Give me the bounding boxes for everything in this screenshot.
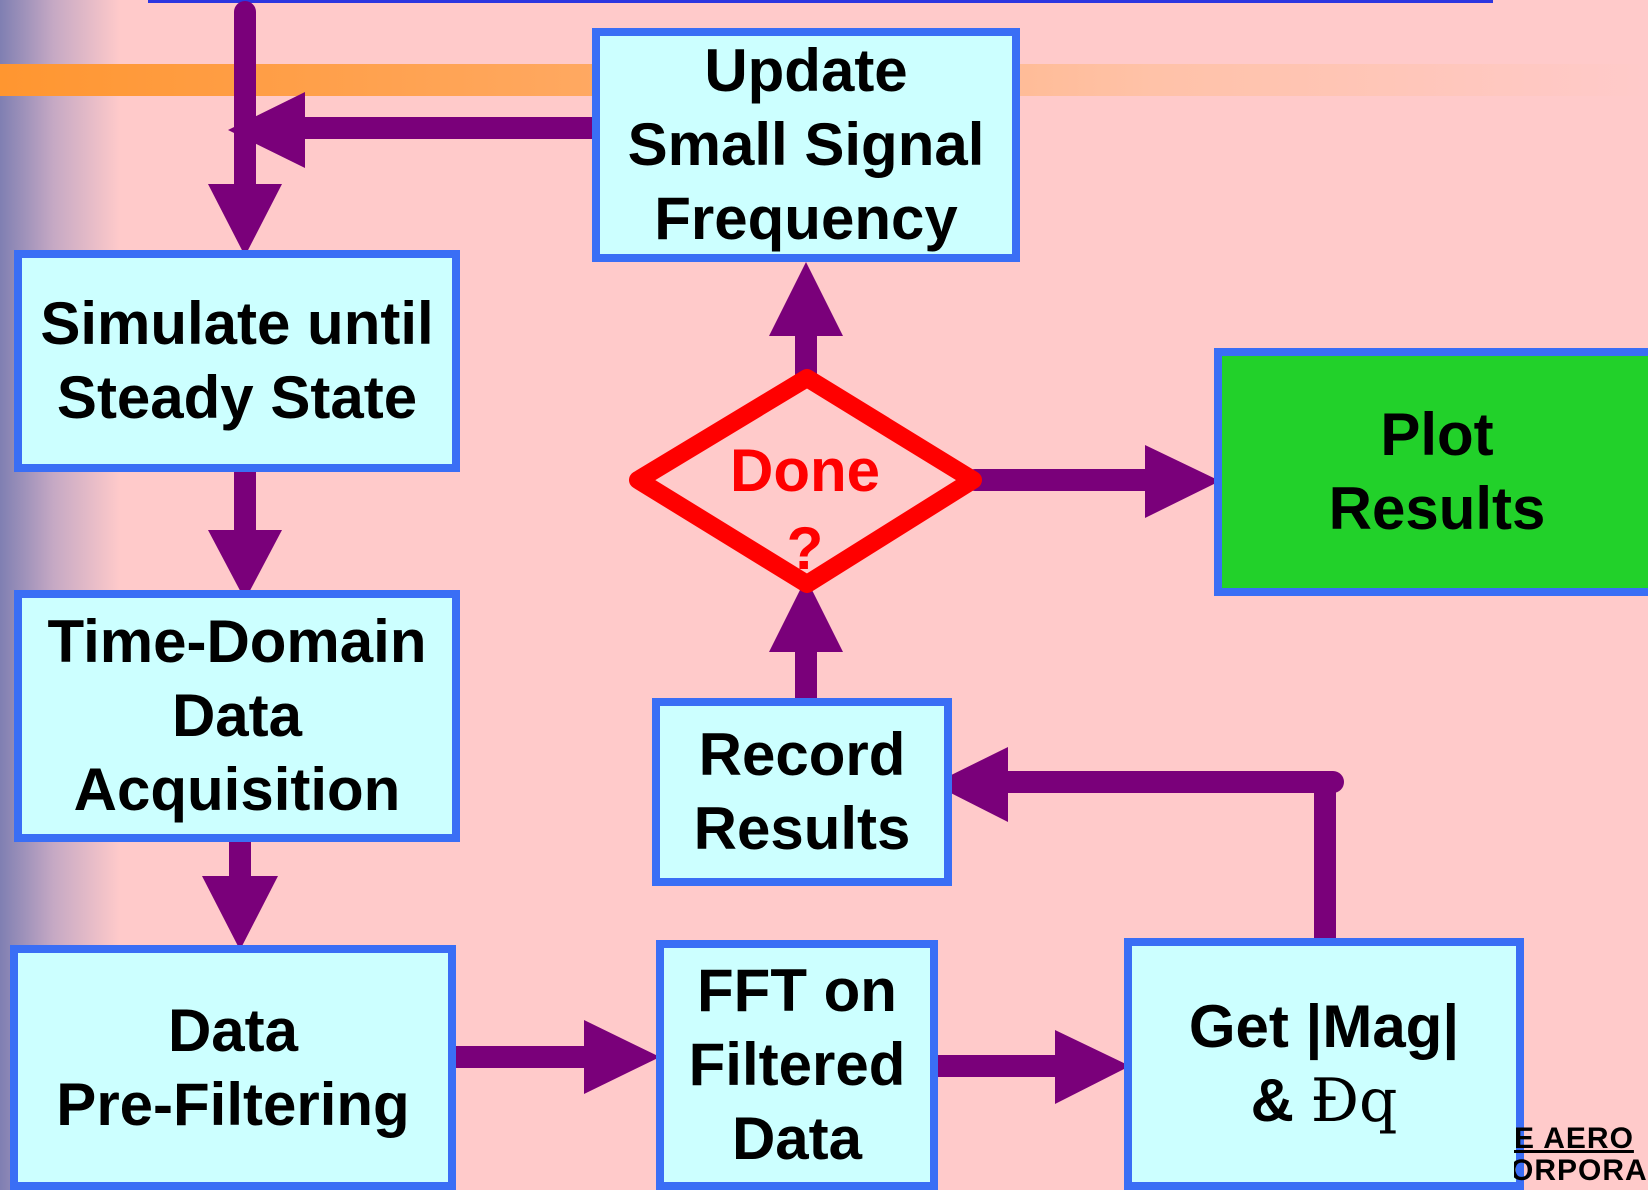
update-frequency-box: Update Small Signal Frequency [592,28,1020,262]
arrowhead-getmag [1055,1030,1130,1104]
plot-results-box: Plot Results [1214,348,1648,596]
phase-symbol: Ðq [1310,1066,1398,1136]
arrowhead-plot [1145,445,1220,518]
decision-label: Done ? [730,437,880,582]
arrowhead-record [933,747,1008,822]
company-logo-fragment: E AERO ORPORA [1514,1118,1648,1190]
arrowhead-simulate [208,184,282,256]
decision-diamond [629,369,982,593]
pre-filtering-label: Data Pre-Filtering [56,996,410,1138]
get-mag-box: Get |Mag| & Ðq [1124,938,1524,1190]
arrowhead-fft [584,1020,660,1094]
arrowhead-acquisition [208,530,282,600]
arrowhead-update [769,262,843,336]
get-mag-line2-prefix: & [1250,1067,1311,1134]
get-mag-line1: Get |Mag| [1188,993,1460,1060]
plot-results-label: Plot Results [1328,401,1546,542]
title-underline [148,0,1493,3]
fft-box: FFT on Filtered Data [656,940,938,1190]
simulate-steady-state-box: Simulate until Steady State [14,250,460,472]
logo-line-2: ORPORA [1514,1154,1648,1187]
logo-line-1: E AERO [1514,1122,1634,1155]
fft-label: FFT on Filtered Data [688,957,906,1172]
arrowhead-update-return [228,92,305,168]
pre-filtering-box: Data Pre-Filtering [10,945,456,1190]
simulate-steady-state-label: Simulate until Steady State [40,290,434,431]
update-frequency-label: Update Small Signal Frequency [627,37,985,252]
record-results-box: Record Results [652,698,952,886]
get-mag-label: Get |Mag| & Ðq [1189,990,1459,1138]
data-acquisition-label: Time-Domain Data Acquisition [47,608,427,823]
arrowhead-decision [769,578,843,652]
data-acquisition-box: Time-Domain Data Acquisition [14,590,460,842]
arrowhead-prefilter [202,876,278,950]
record-results-label: Record Results [693,721,911,862]
